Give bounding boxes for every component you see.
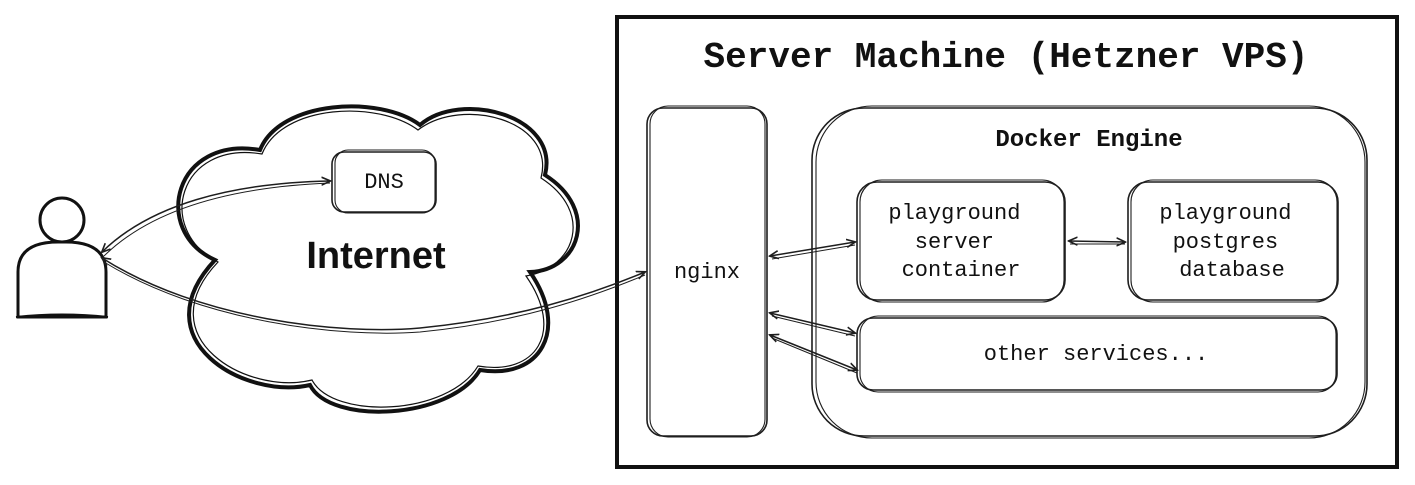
user-icon	[15, 196, 109, 319]
server-machine-frame: Server Machine (Hetzner VPS)	[615, 15, 1399, 469]
nginx-label: nginx	[674, 260, 740, 285]
connector-user-dns	[102, 181, 330, 257]
playground-server-line-3: container	[902, 258, 1021, 283]
playground-db-line-2: postgres	[1173, 230, 1279, 255]
other-services-label: other services...	[984, 342, 1208, 367]
playground-server-line-1: playground	[888, 201, 1020, 226]
playground-server-box: playground server container	[856, 179, 1066, 303]
other-services-box: other services...	[856, 315, 1338, 393]
playground-db-line-1: playground	[1159, 201, 1291, 226]
dns-label: DNS	[364, 170, 404, 195]
docker-title: Docker Engine	[995, 127, 1182, 154]
server-title: Server Machine (Hetzner VPS)	[704, 37, 1309, 78]
connector-nginx-server	[770, 242, 855, 260]
playground-server-line-2: server	[915, 230, 994, 255]
playground-db-line-3: database	[1179, 258, 1285, 283]
dns-box: DNS	[331, 149, 437, 214]
internet-label: Internet	[306, 235, 446, 277]
svg-text:playground postgres: playground postgres database	[1159, 201, 1304, 283]
playground-db-box: playground postgres database	[1127, 179, 1339, 303]
svg-text:playground server: playground server container	[888, 201, 1033, 283]
connector-user-nginx	[102, 258, 645, 334]
nginx-box: nginx	[646, 105, 768, 438]
connector-server-db	[1069, 241, 1125, 244]
connector-nginx-other-1	[770, 313, 855, 337]
connector-nginx-other-2	[770, 335, 857, 374]
